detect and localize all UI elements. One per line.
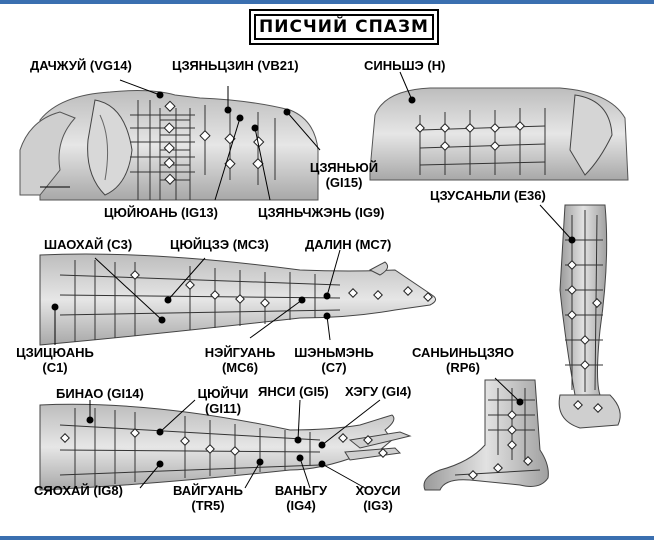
label-vangu-name: ВАНЬГУ — [274, 483, 328, 498]
label-tsyuytsze: ЦЮЙЦЗЭ (МС3) — [170, 237, 269, 252]
label-syaohay: СЯОХАЙ (IG8) — [34, 483, 123, 498]
label-tszusanli: ЦЗУСАНЬЛИ (E36) — [430, 188, 546, 203]
top-border — [0, 0, 654, 4]
label-tsyuychi: ЦЮЙЧИ (GI11) — [195, 386, 251, 416]
label-dazhui: ДАЧЖУЙ (VG14) — [30, 58, 132, 73]
label-tsyuyyuan: ЦЮЙЮАНЬ (IG13) — [104, 205, 218, 220]
label-tsyuychi-code: (GI11) — [204, 401, 242, 416]
label-sanyintszyao-code: (RP6) — [446, 360, 480, 375]
label-shenmen-name: ШЭНЬМЭНЬ — [294, 345, 374, 360]
label-vayguan-name: ВАЙГУАНЬ — [172, 483, 244, 498]
label-tszyanyuy: ЦЗЯНЬЮЙ (GI15) — [306, 160, 382, 190]
bottom-border — [0, 536, 654, 540]
inner-arm-figure — [39, 249, 436, 346]
label-sanyintszyao-name: САНЬИНЬЦЗЯО — [411, 345, 515, 360]
label-tszyanchzhen: ЦЗЯНЬЧЖЭНЬ (IG9) — [258, 205, 385, 220]
label-vayguan-code: (TR5) — [191, 498, 225, 513]
label-yansi: ЯНСИ (GI5) — [258, 384, 329, 399]
label-tsyuychi-name: ЦЮЙЧИ — [197, 386, 249, 401]
label-vayguan: ВАЙГУАНЬ (TR5) — [158, 483, 258, 513]
label-sinshe: СИНЬШЭ (Н) — [364, 58, 446, 73]
label-dalin: ДАЛИН (МС7) — [305, 237, 392, 252]
label-neyguan: НЭЙГУАНЬ (МС6) — [200, 345, 280, 375]
label-neyguan-name: НЭЙГУАНЬ — [204, 345, 276, 360]
label-hegu: ХЭГУ (GI4) — [345, 384, 412, 399]
page-title: ПИСЧИЙ СПАЗМ — [254, 14, 434, 40]
label-shaohay: ШАОХАЙ (С3) — [44, 237, 133, 252]
label-housi-name: ХОУСИ — [355, 483, 401, 498]
label-tszyanyuy-name: ЦЗЯНЬЮЙ — [309, 160, 379, 175]
label-vangu-code: (IG4) — [286, 498, 316, 513]
back-figure — [19, 79, 321, 201]
label-shenmen-code: (С7) — [321, 360, 347, 375]
label-tszitsyuan-name: ЦЗИЦЮАНЬ — [16, 345, 94, 360]
label-neyguan-code: (МС6) — [221, 360, 259, 375]
label-sanyintszyao: САНЬИНЬЦЗЯО (RP6) — [400, 345, 526, 375]
label-binao: БИНАО (GI14) — [56, 386, 144, 401]
label-tszyanyuy-code: (GI15) — [325, 175, 363, 190]
label-housi: ХОУСИ (IG3) — [348, 483, 408, 513]
leg-figure — [539, 204, 621, 429]
foot-figure — [423, 377, 549, 491]
outer-arm-figure — [39, 399, 412, 491]
title-frame: ПИСЧИЙ СПАЗМ — [249, 9, 439, 45]
label-vangu: ВАНЬГУ (IG4) — [262, 483, 340, 513]
label-tszitsyuan: ЦЗИЦЮАНЬ (С1) — [16, 345, 94, 375]
label-shenmen: ШЭНЬМЭНЬ (С7) — [292, 345, 376, 375]
chest-figure — [369, 71, 629, 181]
label-tszyantszin: ЦЗЯНЬЦЗИН (VB21) — [172, 58, 299, 73]
label-tszitsyuan-code: (С1) — [42, 360, 68, 375]
label-housi-code: (IG3) — [363, 498, 393, 513]
